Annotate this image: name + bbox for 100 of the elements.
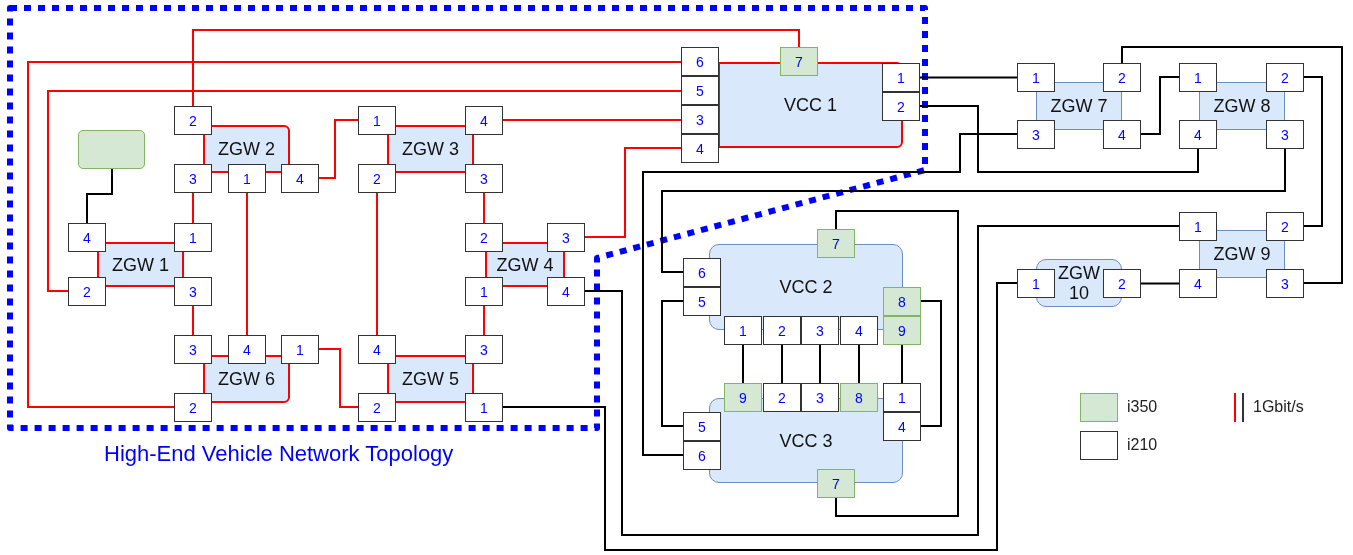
connection-line bbox=[192, 29, 800, 107]
port-box: 4 bbox=[281, 164, 319, 193]
port-box: 3 bbox=[1017, 120, 1055, 149]
connection-line bbox=[661, 148, 1286, 273]
port-box: 8 bbox=[883, 287, 921, 316]
connection-line bbox=[192, 192, 194, 224]
port-box: 4 bbox=[1179, 120, 1217, 149]
port-box: 6 bbox=[681, 47, 719, 76]
port-box: 2 bbox=[174, 106, 212, 135]
connection-line bbox=[483, 192, 485, 224]
port-box: 1 bbox=[358, 106, 396, 135]
connection-line bbox=[858, 344, 860, 384]
gateway-label: ZGW 1 bbox=[112, 254, 169, 275]
port-box: 6 bbox=[683, 258, 721, 287]
gateway-label: ZGW 8 bbox=[1213, 96, 1271, 116]
port-box: 1 bbox=[882, 63, 920, 92]
connection-line bbox=[920, 300, 942, 427]
gateway-label: ZGW 10 bbox=[1057, 263, 1101, 303]
connection-line bbox=[376, 192, 378, 336]
gateway-label: ZGW 4 bbox=[496, 254, 554, 275]
connection-line bbox=[1140, 282, 1180, 285]
connection-line bbox=[86, 168, 113, 224]
port-box: 4 bbox=[1103, 120, 1141, 149]
port-box: 4 bbox=[883, 412, 921, 441]
port-box: 1 bbox=[1179, 63, 1217, 92]
port-box: 3 bbox=[465, 164, 503, 193]
connection-line bbox=[1121, 46, 1343, 284]
port-box: 1 bbox=[228, 164, 266, 193]
port-box: 3 bbox=[174, 277, 212, 306]
gateway-label: ZGW 7 bbox=[1050, 96, 1108, 116]
gateway-label: VCC 2 bbox=[779, 277, 833, 297]
connection-line bbox=[1140, 76, 1180, 135]
port-box: 7 bbox=[780, 47, 818, 76]
connection-line bbox=[318, 348, 359, 408]
connection-line bbox=[661, 300, 684, 427]
gateway-label: ZGW 3 bbox=[402, 139, 459, 159]
port-box: 7 bbox=[817, 469, 855, 498]
port-box: 9 bbox=[724, 383, 762, 412]
connection-line bbox=[27, 61, 682, 408]
port-box: 9 bbox=[883, 316, 921, 345]
port-box: 3 bbox=[801, 383, 839, 412]
connection-line bbox=[642, 133, 1018, 456]
legend-label: i210 bbox=[1127, 436, 1158, 454]
connection-line bbox=[192, 305, 194, 336]
connection-line bbox=[584, 147, 682, 238]
legend-label: i350 bbox=[1127, 398, 1158, 416]
port-box: 1 bbox=[1179, 212, 1217, 241]
gateway-box bbox=[387, 355, 474, 403]
port-box: 2 bbox=[763, 383, 801, 412]
port-box: 2 bbox=[1103, 269, 1141, 298]
port-box: 3 bbox=[801, 316, 839, 345]
gateway-label: VCC 3 bbox=[779, 430, 833, 451]
port-box: 3 bbox=[1266, 269, 1304, 298]
port-box: 2 bbox=[763, 316, 801, 345]
legend-label: 1Gbit/s bbox=[1253, 398, 1304, 416]
port-box: 3 bbox=[547, 223, 585, 252]
port-box: 2 bbox=[882, 92, 920, 121]
gateway-label: ZGW 5 bbox=[402, 369, 459, 389]
connection-line bbox=[483, 305, 485, 336]
gateway-label: VCC 1 bbox=[784, 95, 837, 115]
port-box: 2 bbox=[358, 393, 396, 422]
port-box: 2 bbox=[1266, 212, 1304, 241]
port-box: 5 bbox=[681, 76, 719, 105]
port-box: 4 bbox=[547, 277, 585, 306]
port-box: 5 bbox=[683, 287, 721, 316]
port-box: 4 bbox=[840, 316, 878, 345]
connection-line bbox=[318, 119, 359, 179]
connection-line bbox=[502, 119, 682, 121]
port-box: 4 bbox=[358, 335, 396, 364]
port-box: 6 bbox=[683, 441, 721, 470]
connection-line bbox=[246, 192, 248, 336]
port-box: 1 bbox=[1017, 269, 1055, 298]
port-box: 1 bbox=[465, 277, 503, 306]
port-box: 1 bbox=[465, 393, 503, 422]
port-box: 4 bbox=[1179, 269, 1217, 298]
port-box: 1 bbox=[281, 335, 319, 364]
port-box: 4 bbox=[465, 106, 503, 135]
port-box: 2 bbox=[1103, 63, 1141, 92]
port-box: 3 bbox=[174, 335, 212, 364]
port-box: 2 bbox=[358, 164, 396, 193]
port-box: 4 bbox=[681, 134, 719, 163]
port-box: 7 bbox=[817, 229, 855, 258]
port-box: 3 bbox=[1266, 120, 1304, 149]
port-box: 1 bbox=[174, 223, 212, 252]
port-box: 2 bbox=[68, 277, 106, 306]
port-box: 8 bbox=[840, 383, 878, 412]
connection-line bbox=[919, 76, 1018, 79]
port-box: 3 bbox=[681, 105, 719, 134]
port-box: 1 bbox=[1017, 63, 1055, 92]
connection-line bbox=[742, 344, 744, 384]
gateway-box bbox=[387, 125, 474, 173]
port-box: 1 bbox=[724, 316, 762, 345]
connection-line bbox=[781, 344, 783, 384]
port-box: 2 bbox=[174, 393, 212, 422]
group-title: High-End Vehicle Network Topology bbox=[104, 441, 454, 467]
gateway-label: ZGW 2 bbox=[218, 139, 275, 159]
gateway-label: ZGW 6 bbox=[218, 369, 275, 389]
port-box: 2 bbox=[465, 223, 503, 252]
port-box: 3 bbox=[174, 164, 212, 193]
gateway-label: ZGW 9 bbox=[1213, 244, 1271, 264]
